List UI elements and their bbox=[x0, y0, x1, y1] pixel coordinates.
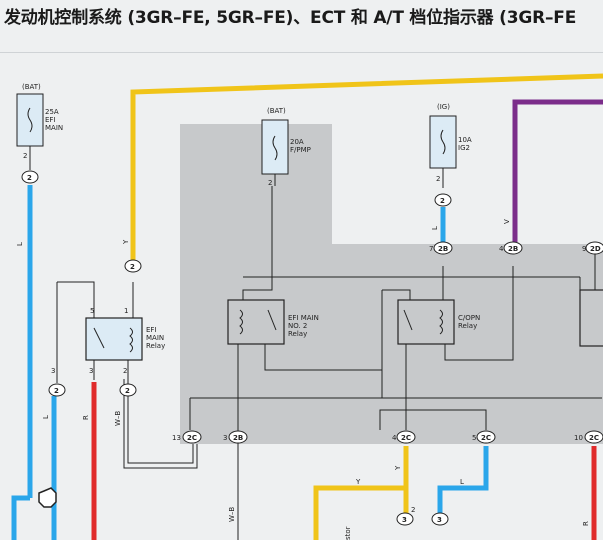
ig2-fuse bbox=[429, 115, 457, 188]
pin-7: 7 bbox=[429, 245, 433, 253]
purple-wire-v bbox=[512, 99, 603, 242]
connector-2c-5: 2C bbox=[481, 434, 491, 442]
fpmp-fuse-amp: 20A bbox=[290, 138, 304, 146]
ig2-fuse-name: IG2 bbox=[458, 144, 470, 152]
ig2-fuse-source: (IG) bbox=[437, 103, 450, 111]
pin-5: 5 bbox=[472, 434, 476, 442]
efi-fuse-amp: 25A bbox=[45, 108, 59, 116]
efi-no2-relay-name-3: Relay bbox=[288, 330, 307, 338]
blue-wire-efi-loop bbox=[11, 495, 30, 540]
wire-label-l3: L bbox=[431, 226, 439, 230]
pin-10: 10 bbox=[574, 434, 583, 442]
pin-2: 2 bbox=[411, 506, 415, 514]
fpmp-fuse bbox=[261, 119, 289, 186]
efi-no2-relay-name-2: NO. 2 bbox=[288, 322, 307, 330]
efi-no2-relay-name-1: EFI MAIN bbox=[288, 314, 319, 322]
right-relay-partial bbox=[579, 289, 603, 347]
connector-efi-fuse: 2 bbox=[27, 174, 32, 182]
efi-relay-pin-5: 5 bbox=[90, 307, 94, 315]
junction-octagon bbox=[38, 487, 57, 508]
blue-wire-2c5 bbox=[437, 446, 489, 515]
efi-relay-pin-3: 3 bbox=[89, 367, 93, 375]
connector-2c-4: 2C bbox=[401, 434, 411, 442]
wire-label-l2: L bbox=[42, 415, 50, 419]
pin-4: 4 bbox=[499, 245, 504, 253]
connector-ig2: 2 bbox=[440, 197, 445, 205]
efi-relay-name-3: Relay bbox=[146, 342, 165, 350]
efi-main-fuse bbox=[16, 93, 44, 162]
efi-relay-pin-2: 2 bbox=[123, 367, 127, 375]
connector-2d-9: 2D bbox=[590, 245, 601, 253]
pin-13: 13 bbox=[172, 434, 181, 442]
connector-3-a: 3 bbox=[402, 516, 407, 524]
wire-label-r2: R bbox=[582, 521, 590, 526]
fpmp-fuse-name: F/PMP bbox=[290, 146, 311, 154]
connector-2b-7: 2B bbox=[438, 245, 448, 253]
connector-relay-out: 2 bbox=[125, 387, 130, 395]
connector-3-b: 3 bbox=[437, 516, 442, 524]
efi-fuse-name-2: MAIN bbox=[45, 124, 63, 132]
copn-relay bbox=[397, 299, 455, 345]
title-divider bbox=[0, 52, 603, 53]
efi-relay-name-1: EFI bbox=[146, 326, 157, 334]
efi-relay-name-2: MAIN bbox=[146, 334, 164, 342]
left-pin-3: 3 bbox=[51, 367, 55, 375]
yellow-wire-top bbox=[130, 73, 603, 263]
efi-fuse-name-1: EFI bbox=[45, 116, 56, 124]
ig2-fuse-pin: 2 bbox=[436, 175, 440, 183]
copn-relay-name-1: C/OPN bbox=[458, 314, 480, 322]
relay-block-region bbox=[180, 124, 603, 444]
pin-3: 3 bbox=[223, 434, 227, 442]
efi-main-no2-relay bbox=[227, 299, 285, 345]
pin-4b: 4 bbox=[392, 434, 397, 442]
efi-fuse-source: (BAT) bbox=[22, 83, 41, 91]
fpmp-fuse-pin: 2 bbox=[268, 179, 272, 187]
wire-label-l1: L bbox=[16, 242, 24, 246]
wire-label-v: V bbox=[503, 219, 511, 224]
connector-2b-4: 2B bbox=[508, 245, 518, 253]
connector-left-mid: 2 bbox=[54, 387, 59, 395]
efi-main-relay bbox=[85, 317, 143, 380]
connector-2b-3: 2B bbox=[233, 434, 243, 442]
connector-ovals bbox=[21, 170, 603, 526]
connector-2c-10: 2C bbox=[589, 434, 599, 442]
wire-label-l4: L bbox=[460, 478, 464, 486]
connector-2c-13: 2C bbox=[187, 434, 197, 442]
black-wires bbox=[29, 160, 602, 540]
wire-label-r1: R bbox=[82, 415, 90, 420]
ig2-fuse-amp: 10A bbox=[458, 136, 472, 144]
efi-fuse-pin: 2 bbox=[23, 152, 27, 160]
wire-label-y3: Y bbox=[355, 478, 361, 486]
connector-yellow: 2 bbox=[130, 263, 135, 271]
fpmp-fuse-source: (BAT) bbox=[267, 107, 286, 115]
wire-label-y1: Y bbox=[122, 239, 130, 245]
page-title: 发动机控制系统 (3GR–FE, 5GR–FE)、ECT 和 A/T 档位指示器… bbox=[4, 8, 577, 28]
wire-label-wb1: W–B bbox=[114, 411, 122, 426]
wire-label-stor: stor bbox=[344, 526, 352, 540]
wire-label-wb2: W–B bbox=[228, 507, 236, 522]
yellow-wire-bottom bbox=[313, 446, 409, 540]
efi-relay-pin-1: 1 bbox=[124, 307, 128, 315]
pin-9: 9 bbox=[582, 245, 586, 253]
wire-label-y2: Y bbox=[394, 465, 402, 471]
copn-relay-name-2: Relay bbox=[458, 322, 477, 330]
